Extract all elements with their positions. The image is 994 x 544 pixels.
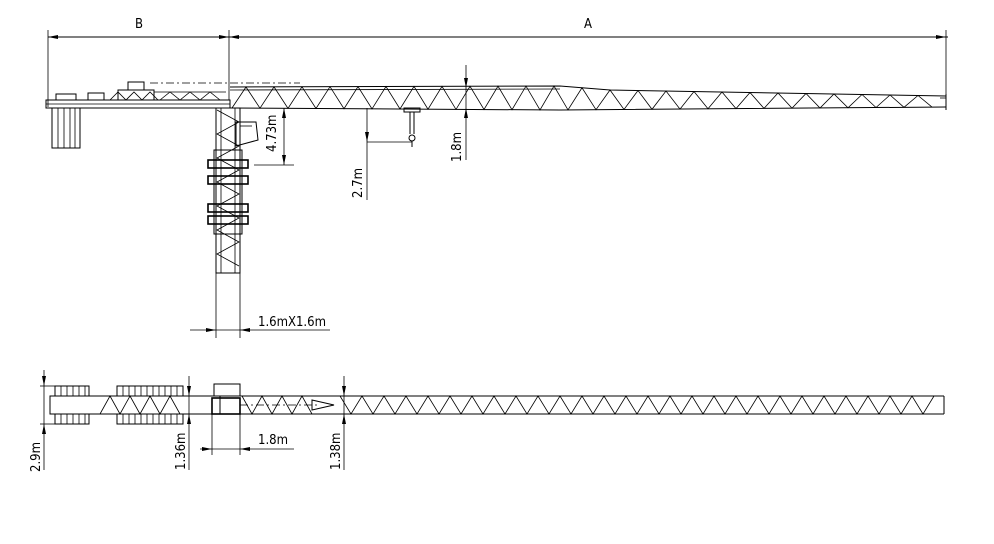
plan-width-label: 2.9m [29,442,44,472]
jib-truss-web [231,85,933,111]
plan-cab [213,383,241,397]
counter-jib [45,81,231,109]
dim-mast-section [190,273,330,338]
counterweight-blocks [51,107,81,149]
top-dimension-lines [47,30,948,107]
plan-jib-truss-web [339,395,935,415]
plan-counter-jib-truss [99,395,181,415]
dim-jib-height [464,65,468,160]
jib-height-label: 1.8m [450,132,465,162]
mast-truss-web [216,109,240,267]
dim-trolley-height [365,108,412,200]
dimension-a-label: A [584,17,592,32]
plan-jib-root-truss [241,395,313,415]
plan-counter-jib [49,395,221,415]
tower-mast [207,107,249,274]
elevation-view: 4.73m 2.7m 1.8m 1.6mX1.6m [45,65,947,338]
dim-jib-width [342,376,346,470]
dim-mast-width-plan [200,414,294,455]
plan-jib [240,395,945,415]
dim-plan-width [40,370,55,470]
jib-width-label: 1.38m [329,433,344,470]
counter-jib-width-label: 1.36m [174,433,189,470]
plan-mast-top [211,397,241,415]
main-jib [229,85,947,111]
mast-section-label: 1.6mX1.6m [258,315,326,330]
dim-counter-jib-width [187,376,191,470]
mast-width-plan-label: 1.8m [258,433,288,448]
operator-cab [235,121,259,147]
plan-view: 2.9m 1.36m 1.8m 1.38m [29,370,945,472]
dim-hook-height [254,108,294,166]
dimension-b-label: B [135,17,143,32]
plan-counterweights [54,385,184,425]
hook-height-label: 4.73m [265,115,280,152]
trolley-hook [403,107,421,147]
trolley-height-label: 2.7m [351,168,366,198]
